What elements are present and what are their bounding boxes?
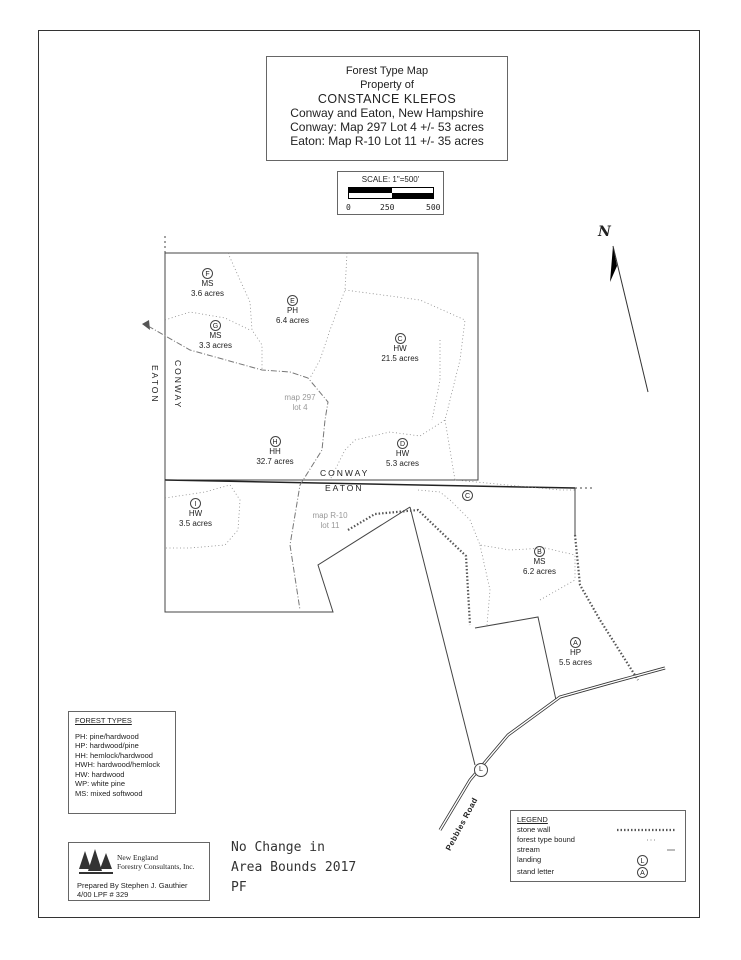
stand-letter: E [287, 295, 298, 306]
eaton-lot-text: Eaton: Map R-10 Lot 11 +/- 35 acres [290, 134, 484, 148]
date-lpf: 4/00 LPF # 329 [77, 890, 129, 899]
forest-type-item: HWH: hardwood/hemlock [75, 760, 161, 769]
prepared-by: Prepared By Stephen J. Gauthier [77, 881, 188, 890]
stream [147, 325, 329, 611]
town-label-conway-vertical: CONWAY [173, 360, 183, 410]
forest-type-bounds [164, 252, 576, 626]
stand-letter: B [534, 546, 545, 557]
stand-label: C [455, 490, 480, 501]
stand-letter: D [397, 438, 408, 449]
eaton-parcel-boundary [164, 480, 411, 613]
map-sheet-border [38, 30, 700, 918]
town-label-eaton-vertical: EATON [150, 365, 160, 404]
scale-tick-0: 0 [346, 203, 351, 212]
landing-icon: L [637, 855, 648, 866]
legend-header: LEGEND [517, 815, 548, 824]
legend-row: stream [517, 845, 679, 855]
stand-letter: I [190, 498, 201, 509]
stand-letter: A [570, 637, 581, 648]
legend-row: stand letter A [517, 867, 679, 879]
stand-letter-icon: A [637, 867, 648, 878]
stand-letter: F [202, 268, 213, 279]
stand-letter: H [269, 436, 281, 447]
stream-icon [667, 849, 675, 851]
stone-wall [573, 534, 639, 681]
stand-letter: C [462, 490, 473, 501]
conway-lot-text: Conway: Map 297 Lot 4 +/- 53 acres [290, 120, 484, 134]
legend-row: stone wall [517, 825, 679, 835]
title-line1: Forest Type Map [345, 65, 429, 77]
company-name-2: Forestry Consultants, Inc. [117, 862, 195, 871]
legend-box: LEGEND stone wall forest type bound stre… [510, 810, 686, 882]
forest-type-item: HP: hardwood/pine [75, 741, 139, 750]
scale-segment [392, 193, 433, 198]
tree-logo-icon [79, 849, 113, 874]
company-box: New England Forestry Consultants, Inc. P… [68, 842, 210, 901]
location: Conway and Eaton, New Hampshire [290, 106, 484, 120]
title-line2: Property of [360, 79, 414, 91]
forest-type-item: HW: hardwood [75, 769, 125, 779]
legend-row: forest type bound [517, 835, 679, 845]
forest-type-item: MS: mixed softwood [75, 788, 143, 798]
scale-label: SCALE: 1"=500' [361, 175, 420, 184]
landing-letter: L [479, 766, 483, 773]
forest-type-item: PH: pine/hardwood [75, 731, 139, 741]
forest-bound-icon [647, 839, 657, 841]
stone-wall-icon [617, 828, 675, 832]
town-line [164, 479, 576, 489]
forest-type-item: WP: white pine [75, 779, 126, 788]
town-label-conway: CONWAY [320, 468, 370, 478]
scale-segment [349, 188, 392, 193]
conway-parcel-boundary [164, 252, 479, 481]
scale-tick-500: 500 [426, 203, 441, 212]
title-block: Forest Type Map Property of CONSTANCE KL… [266, 56, 508, 161]
forest-types-header: FOREST TYPES [75, 716, 132, 725]
scale-block: SCALE: 1"=500' 0 250 500 [337, 171, 444, 215]
north-arrow-icon [610, 245, 649, 393]
owner-name: CONSTANCE KLEFOS [317, 92, 457, 106]
stand-letter: C [394, 333, 406, 344]
stand-letter: G [210, 320, 221, 331]
scale-tick-250: 250 [380, 203, 395, 212]
forest-types-box: FOREST TYPES PH: pine/hardwood HP: hardw… [68, 711, 176, 814]
town-label-eaton: EATON [325, 483, 364, 493]
scale-bar [348, 187, 434, 199]
company-name-1: New England [117, 853, 159, 862]
forest-type-item: HH: hemlock/hardwood [75, 750, 153, 760]
north-label: N [598, 224, 611, 240]
legend-row: landing L [517, 855, 679, 867]
stone-wall [347, 508, 472, 626]
